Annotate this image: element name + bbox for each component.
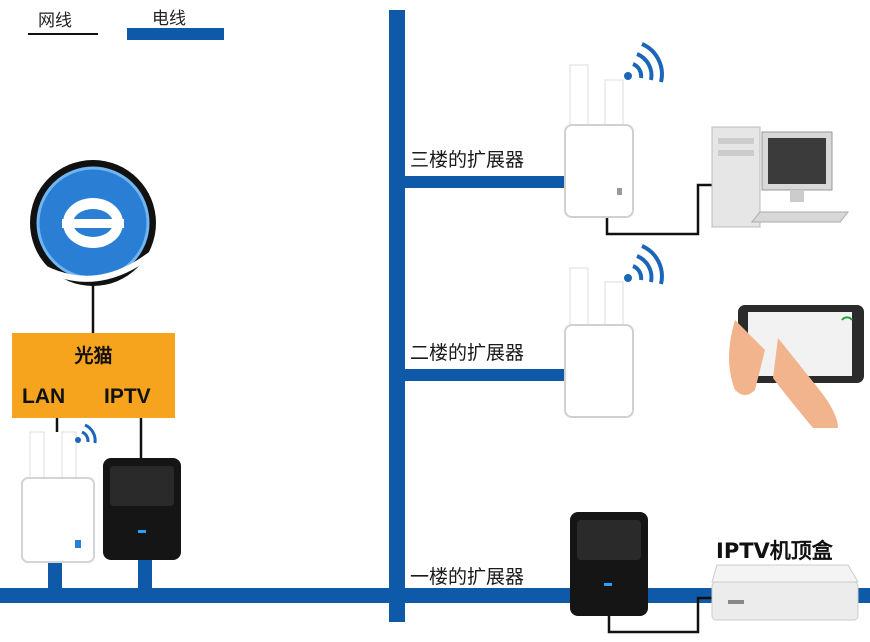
modem-title: 光猫: [74, 345, 113, 367]
network-cables: [55, 183, 715, 634]
legend-network-cable-label: 网线: [38, 11, 72, 31]
floor1-powerline-adapter-icon: [570, 512, 648, 616]
modem-port-lan: LAN: [22, 385, 66, 408]
legend-power-line-label: 电线: [152, 9, 186, 29]
optical-modem: 光猫 LAN IPTV: [12, 333, 175, 418]
power-line-floor2: [397, 369, 569, 381]
floor3-wifi-signal-icon: [624, 42, 664, 83]
ground-powerline-adapter-icon: [103, 458, 181, 560]
legend-network-cable-line: [28, 33, 98, 35]
floor2-wifi-signal-icon: [624, 244, 664, 285]
floor1-extender-label: 一楼的扩展器: [410, 566, 525, 588]
floor2-wifi-extender-icon: [564, 267, 634, 418]
floor2-extender-label: 二楼的扩展器: [410, 342, 525, 364]
set-top-box-title: IPTV机顶盒: [716, 539, 833, 563]
desktop-computer-icon: [711, 126, 850, 228]
power-lines: [0, 10, 870, 622]
internet-globe-icon: [28, 160, 156, 286]
power-line-vertical: [389, 10, 405, 622]
set-top-box-icon: [711, 564, 859, 621]
floor3-extender-label: 三楼的扩展器: [410, 149, 525, 171]
power-line-drop-right: [138, 560, 152, 590]
power-line-floor3: [397, 176, 569, 188]
power-line-bottom: [0, 588, 870, 603]
modem-port-iptv: IPTV: [104, 385, 151, 408]
floor3-wifi-extender-icon: [564, 64, 634, 218]
ground-wifi-extender-icon: [21, 431, 95, 563]
tablet-icon: [729, 305, 864, 428]
legend-power-line-line: [127, 28, 224, 40]
power-line-drop-left: [48, 560, 62, 590]
wifi-signal-icon: [75, 423, 97, 444]
